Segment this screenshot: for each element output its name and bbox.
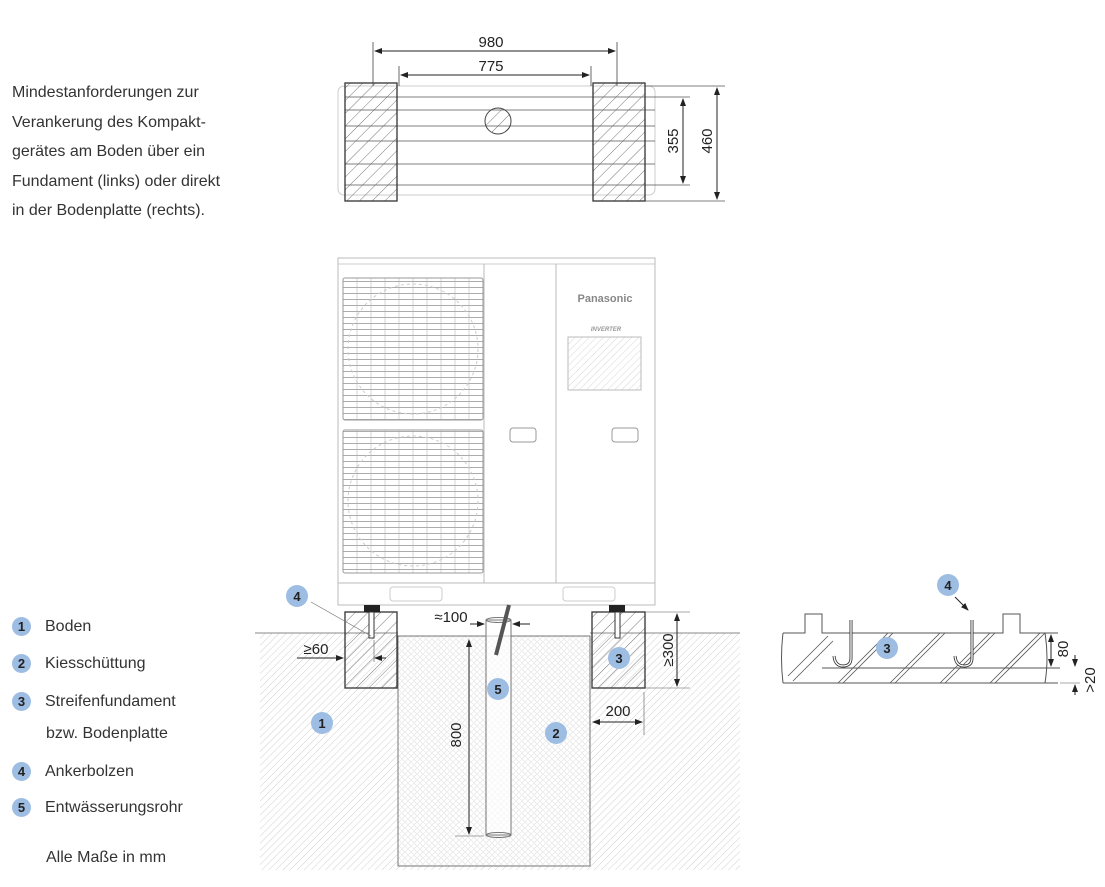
dim-slab: 80: [1055, 641, 1072, 658]
units-note: Alle Maße in mm: [46, 849, 167, 866]
legend-number: 3: [12, 692, 31, 711]
dim-980: 980: [478, 34, 503, 51]
label-plate: [567, 336, 642, 391]
svg-text:5: 5: [494, 682, 501, 697]
legend-item: 4 Ankerbolzen: [12, 762, 134, 781]
dim-775: 775: [478, 58, 503, 75]
legend-item: 2 Kiesschüttung: [12, 654, 146, 673]
anchor-bolt-left: [368, 611, 375, 639]
svg-text:2: 2: [552, 726, 559, 741]
marker-1: 1: [311, 712, 333, 734]
legend-label: Streifenfundament: [45, 692, 176, 710]
slab-detail: 80 >20: [781, 596, 1099, 695]
svg-text:4: 4: [293, 589, 301, 604]
drain-hose: [494, 604, 511, 656]
legend-label: Entwässerungsrohr: [45, 798, 183, 816]
intro-line: Verankerung des Kompakt-: [12, 113, 206, 131]
dim-footing-width: 200: [605, 703, 630, 720]
fan-grille-upper: [342, 277, 484, 421]
soil: [260, 633, 740, 870]
foundation-section: ≥60 ≈100 800 ≥300 200: [255, 601, 740, 870]
unit-outline-top: [337, 85, 656, 196]
svg-text:1: 1: [318, 716, 325, 731]
legend-number: 5: [12, 798, 31, 817]
handle-left: [509, 427, 537, 443]
marker-3-detail: 3: [876, 637, 898, 659]
markers: 4 1 5 2 3 3 4: [286, 574, 959, 744]
svg-text:4: 4: [944, 578, 952, 593]
anchor-hook-left: [833, 620, 852, 667]
inverter-logo: INVERTER: [591, 327, 622, 333]
foundation-right-top: [592, 82, 646, 202]
intro-line: Mindestanforderungen zur: [12, 84, 199, 101]
intro-text: Mindestanforderungen zur Verankerung des…: [12, 78, 220, 226]
legend-item: 3 Streifenfundament: [12, 692, 176, 711]
dim-355: 355: [665, 128, 682, 153]
marker-5: 5: [487, 678, 509, 700]
legend-label: Ankerbolzen: [45, 762, 134, 780]
marker-4-detail: 4: [937, 574, 959, 596]
legend-number: 1: [12, 617, 31, 636]
heat-pump-unit: Panasonic INVERTER: [337, 257, 656, 606]
svg-text:3: 3: [883, 641, 890, 656]
legend-number: 4: [12, 762, 31, 781]
intro-line: in der Bodenplatte (rechts).: [12, 202, 205, 219]
dim-pipe: ≈100: [434, 609, 467, 626]
drain-pipe: [485, 619, 512, 836]
brand-logo: Panasonic: [577, 293, 632, 305]
intro-line: Fundament (links) oder direkt: [12, 172, 221, 190]
svg-text:3: 3: [615, 651, 622, 666]
dim-anchor: ≥60: [304, 641, 329, 658]
dim-cover: >20: [1082, 667, 1099, 692]
handle-right: [611, 427, 639, 443]
legend-number: 2: [12, 654, 31, 673]
drain-hole-top: [484, 107, 512, 135]
legend-label-continued: bzw. Bodenplatte: [46, 725, 168, 742]
anchor-hook-right: [954, 620, 973, 667]
dim-footing-height: ≥300: [660, 633, 677, 666]
legend-item: 5 Entwässerungsrohr: [12, 798, 183, 817]
marker-4: 4: [286, 585, 308, 607]
fan-grille-lower: [342, 429, 484, 574]
legend-label: Boden: [45, 617, 92, 635]
marker-2: 2: [545, 722, 567, 744]
dim-800: 800: [448, 722, 465, 747]
anchor-bolt-right: [614, 611, 621, 639]
intro-line: gerätes am Boden über ein: [12, 143, 206, 160]
legend-item: 1 Boden: [12, 617, 91, 636]
unit-base: [337, 582, 656, 606]
top-view: 980 775 355 460: [337, 34, 725, 202]
marker-3: 3: [608, 647, 630, 669]
legend-label: Kiesschüttung: [45, 654, 146, 672]
foundation-left-top: [344, 82, 398, 202]
dim-460: 460: [699, 128, 716, 153]
